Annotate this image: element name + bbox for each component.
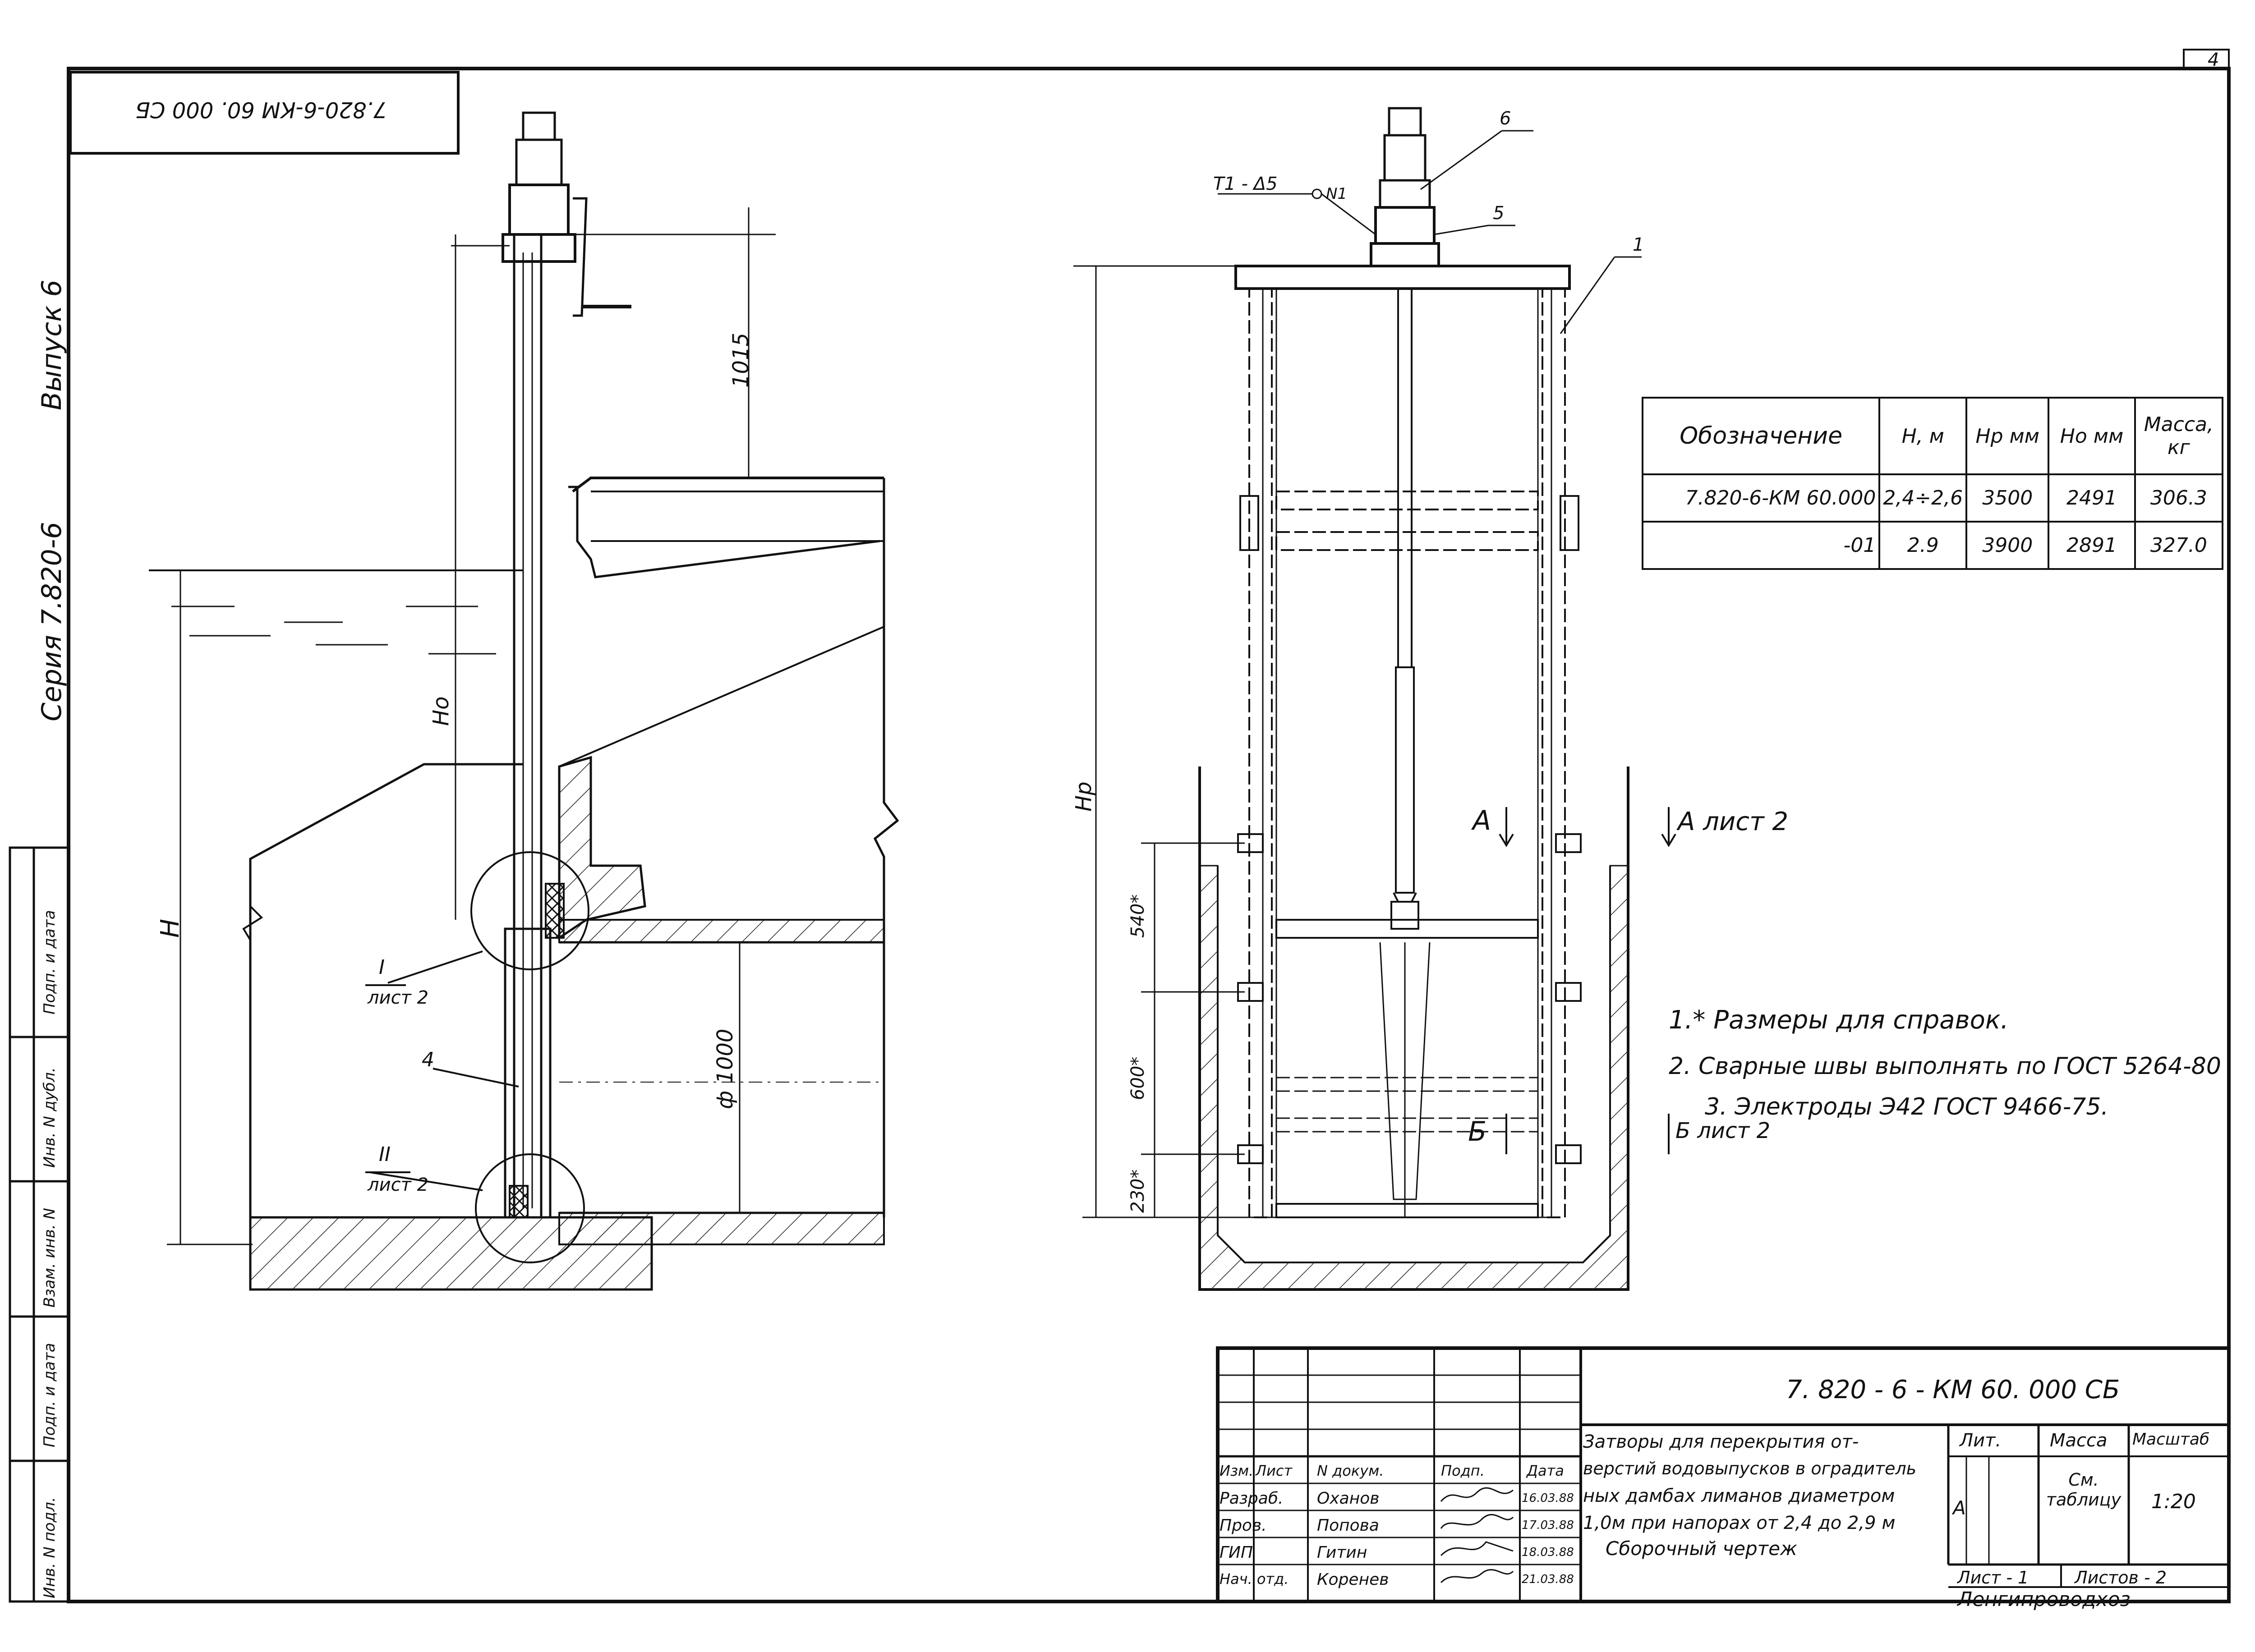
side-stamp-3: Взам. инв. N: [41, 1208, 59, 1308]
name-2: Попова: [1317, 1516, 1379, 1535]
drawing-frame: [67, 49, 2231, 1603]
col-ndoc: N докум.: [1317, 1462, 1384, 1479]
title-line-1: Затворы для перекрытия от-: [1583, 1432, 1859, 1452]
role-2: Пров.: [1220, 1516, 1267, 1535]
dim-H: H: [156, 918, 185, 938]
position-4: 4: [422, 1048, 434, 1071]
front-view: [1073, 107, 1676, 1291]
name-4: Коренев: [1317, 1570, 1389, 1589]
title-line-4: 1,0м при напорах от 2,4 до 2,9 м: [1583, 1513, 1896, 1533]
col-podp: Подп.: [1441, 1462, 1485, 1479]
side-stamp-4: Подп. и дата: [41, 1343, 59, 1447]
issue-label: Выпуск 6: [36, 280, 68, 410]
role-1: Разраб.: [1220, 1489, 1284, 1508]
section-A: А: [1473, 805, 1491, 836]
signatures: [1440, 1487, 1514, 1583]
spec-cell: 2891: [2048, 521, 2136, 570]
spec-cell: 3900: [1965, 521, 2050, 570]
section-B-ref: Б лист 2: [1675, 1118, 1771, 1143]
date-2: 17.03.88: [1522, 1519, 1574, 1532]
note-1: 1.* Размеры для справок.: [1669, 1005, 2009, 1035]
mass-value: См. таблицу: [2046, 1470, 2122, 1510]
scale-label: Масштаб: [2132, 1430, 2210, 1449]
section-B: Б: [1468, 1116, 1487, 1147]
col-list: Лист: [1256, 1462, 1293, 1479]
role-4: Нач. отд.: [1220, 1570, 1289, 1588]
note-2: 2. Сварные швы выполнять по ГОСТ 5264-80: [1669, 1053, 2221, 1080]
weld-mark: Т1 - Δ5: [1213, 174, 1278, 194]
spec-header-Hp: Hp мм: [1965, 397, 2050, 475]
col-date: Дата: [1527, 1462, 1564, 1479]
spec-header-designation: Обозначение: [1641, 397, 1881, 475]
name-3: Гитин: [1317, 1543, 1367, 1562]
spec-cell: -01: [1641, 521, 1881, 570]
dim-pipe-diameter: ф 1000: [713, 1028, 738, 1109]
title-block-grid: [1216, 1346, 2231, 1603]
spec-header-Ho: Ho мм: [2048, 397, 2136, 475]
spec-cell: 3500: [1965, 473, 2050, 523]
mass-label: Масса: [2050, 1430, 2108, 1451]
section-view: [149, 111, 899, 1291]
page-number: 4: [2208, 50, 2219, 70]
date-4: 21.03.88: [1522, 1573, 1574, 1586]
date-1: 16.03.88: [1522, 1491, 1574, 1505]
position-6: 6: [1500, 108, 1511, 129]
date-3: 18.03.88: [1522, 1546, 1574, 1559]
side-stamp-5: Инв. N подл.: [41, 1497, 59, 1598]
dim-540: 540*: [1128, 894, 1148, 938]
title-doc-code: 7. 820 - 6 - КМ 60. 000 СБ: [1786, 1375, 2120, 1404]
title-line-3: ных дамбах лиманов диаметром: [1583, 1486, 1895, 1506]
title-line-2: верстий водовыпусков в оградитель: [1583, 1459, 1917, 1478]
drawing-code-upside: 7.820-6-КМ 60. 000 СБ: [135, 97, 387, 122]
dim-Ho: Ho: [428, 696, 454, 726]
title-line-5: Сборочный чертеж: [1606, 1537, 1797, 1560]
side-stamp-1: Подп. и дата: [41, 910, 59, 1014]
position-1: 1: [1633, 234, 1644, 255]
lit-label: Лит.: [1960, 1430, 2002, 1451]
series-label: Серия 7.820-6: [36, 522, 68, 721]
lit-value: А: [1953, 1497, 1966, 1519]
spec-cell: 327.0: [2134, 521, 2224, 570]
sheet-label: Лист - 1: [1957, 1568, 2029, 1588]
spec-header-mass: Масса, кг: [2134, 397, 2224, 475]
col-izm: Изм.: [1220, 1462, 1254, 1479]
scale-value: 1:20: [2151, 1490, 2196, 1513]
spec-cell: 2.9: [1878, 521, 1968, 570]
callout-I-sheet: лист 2: [368, 987, 429, 1008]
dim-230: 230*: [1128, 1169, 1148, 1213]
callout-II-sheet: лист 2: [368, 1175, 429, 1195]
spec-cell: 2,4÷2,6: [1878, 473, 1968, 523]
callout-II: II: [379, 1143, 391, 1166]
position-5: 5: [1493, 203, 1505, 224]
table-row: -01 2.9 3900 2891 327.0: [1641, 521, 2224, 570]
dim-1015: 1015: [728, 332, 754, 388]
organization: Ленгипроводхоз: [1957, 1588, 2131, 1611]
dim-600: 600*: [1128, 1056, 1148, 1100]
spec-cell: 306.3: [2134, 473, 2224, 523]
sheets-label: Листов - 2: [2075, 1568, 2167, 1588]
callout-I: I: [379, 956, 385, 979]
name-1: Оханов: [1317, 1489, 1380, 1508]
side-stamp-2: Инв. N дубл.: [41, 1067, 59, 1168]
dim-Hp: Hp: [1071, 781, 1096, 812]
spec-table: Обозначение H, м Hp мм Ho мм Масса, кг 7…: [1641, 397, 2224, 570]
side-stamp-grid: [9, 846, 70, 1603]
role-3: ГИП: [1220, 1543, 1253, 1562]
section-A-ref: А лист 2: [1678, 807, 1789, 836]
weld-number: N1: [1326, 185, 1348, 203]
spec-header-H: H, м: [1878, 397, 1968, 475]
note-3: 3. Электроды Э42 ГОСТ 9466-75.: [1705, 1093, 2109, 1120]
spec-cell: 7.820-6-КМ 60.000: [1641, 473, 1881, 523]
spec-cell: 2491: [2048, 473, 2136, 523]
table-row: 7.820-6-КМ 60.000 2,4÷2,6 3500 2491 306.…: [1641, 473, 2224, 523]
